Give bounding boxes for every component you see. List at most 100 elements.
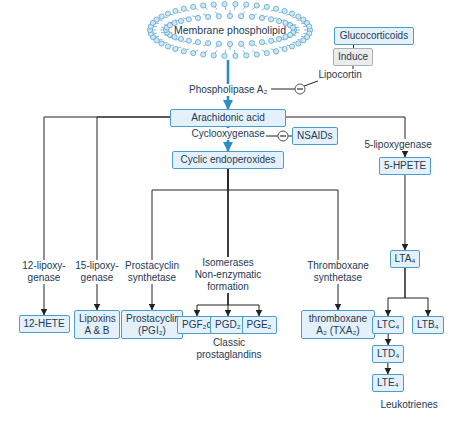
lipid-head [249, 14, 254, 19]
product-box: PGD₂ [210, 316, 246, 334]
lipid-head [233, 1, 238, 6]
enzyme-label: Thromboxane synthetase [302, 260, 374, 284]
lipid-head [186, 38, 191, 43]
pathway-arrow [404, 175, 405, 251]
lipid-head [264, 50, 269, 55]
lipid-head [211, 2, 216, 7]
lipid-head [211, 53, 216, 58]
pathway-arrow [405, 268, 428, 317]
node-text: 12-HETE [24, 318, 65, 330]
membrane-illustration: Membrane phospholipid [146, 0, 314, 60]
substrate-box: Arachidonic acid [170, 109, 286, 127]
lipid-head [269, 38, 274, 43]
lipid-head [191, 50, 196, 55]
lipid-head [186, 17, 191, 22]
enzyme-label: 5-lipoxygenase [365, 139, 432, 151]
enzyme-label: Cyclooxygenase [192, 128, 265, 140]
lipid-head [216, 41, 221, 46]
lipid-head [195, 40, 200, 45]
pathway-arrow [286, 117, 405, 157]
lipid-head [254, 3, 259, 8]
lipid-head [282, 46, 287, 51]
lipid-head [274, 6, 279, 11]
lipid-head [289, 44, 294, 49]
lipid-head [296, 41, 301, 46]
node-text: 5-HPETE [384, 160, 426, 172]
lipid-head [159, 41, 164, 46]
lipid-head [239, 41, 244, 46]
lipid-head [239, 14, 244, 19]
action-tag: Induce [333, 48, 373, 66]
pathway-arrow [388, 268, 405, 317]
pathway-arrow [228, 169, 259, 317]
lipid-head [259, 15, 264, 20]
node-text: LTB₄ [417, 319, 439, 331]
lipid-head [274, 49, 279, 54]
product-box: Lipoxins A & B [74, 310, 120, 339]
lipid-head [165, 44, 170, 49]
node-text: Arachidonic acid [175, 112, 281, 124]
lipid-head [173, 8, 178, 13]
lipid-head [259, 40, 264, 45]
product-box: LTD₄ [372, 345, 404, 363]
lipid-head [296, 14, 301, 19]
inhibition-symbol [278, 131, 288, 141]
product-box: Prostacyclin (PGI₂) [121, 310, 183, 339]
lipid-head [301, 38, 306, 43]
pathway-arrow [197, 169, 228, 317]
enzyme-label: Prostacyclin synthetase [119, 260, 185, 284]
lipid-head [206, 41, 211, 46]
inhibition-symbol [295, 84, 305, 94]
lipid-head [159, 14, 164, 19]
intermediate-box: 5-HPETE [379, 157, 431, 175]
lipid-head [254, 52, 259, 57]
lipid-head [191, 4, 196, 9]
inhibition-line [304, 81, 318, 86]
drug-box: Glucocorticoids [334, 27, 414, 45]
intermediate-box: LTA₄ [390, 250, 421, 268]
enzyme-label: Phospholipase A₂ [189, 84, 267, 96]
pathway-arrow [388, 334, 389, 346]
product-box: 12-HETE [19, 315, 70, 333]
enzyme-label: 15-lipoxy- genase [71, 260, 123, 284]
lipid-head [227, 13, 232, 18]
lipid-head [154, 17, 159, 22]
product-box: thromboxane A₂ (TXA₂) [301, 310, 375, 339]
lipid-head [282, 8, 287, 13]
node-text: LTC₄ [377, 319, 399, 331]
lipid-head [244, 2, 249, 7]
annotation-label: Isomerases Non-enzymatic formation [190, 257, 266, 293]
lipid-head [276, 18, 281, 23]
lipid-head [289, 11, 294, 16]
lipid-head [178, 36, 183, 41]
lipid-head [264, 4, 269, 9]
node-text: Prostacyclin (PGI₂) [126, 313, 178, 336]
lipid-head [181, 6, 186, 11]
node-text: PGD₂ [215, 319, 241, 331]
lipid-head [206, 14, 211, 19]
node-text: Membrane phospholipid [146, 24, 314, 36]
pathway-arrow [387, 363, 388, 375]
node-text: LTE₄ [377, 377, 399, 389]
intermediate-box: Cyclic endoperoxides [172, 151, 284, 169]
product-box: PGE₂ [242, 316, 277, 334]
enzyme-label: 12-lipoxy- genase [18, 260, 70, 284]
lipid-head [244, 53, 249, 58]
inhibition-symbol [297, 88, 303, 89]
node-text: Cyclic endoperoxides [177, 154, 279, 166]
lipid-head [165, 11, 170, 16]
lipid-head [201, 3, 206, 8]
node-text: thromboxane A₂ (TXA₂) [308, 313, 368, 336]
annotation-label: Leukotrienes [381, 399, 438, 411]
node-text: LTD₄ [377, 348, 399, 360]
lipid-head [307, 24, 312, 29]
annotation-label: Lipocortin [319, 69, 362, 81]
lipid-head [290, 25, 295, 30]
lipid-head [181, 49, 186, 54]
node-text: Lipoxins A & B [79, 313, 115, 336]
lipid-head [222, 53, 227, 58]
product-box: LTE₄ [372, 374, 404, 392]
inhibition-line [271, 89, 295, 90]
